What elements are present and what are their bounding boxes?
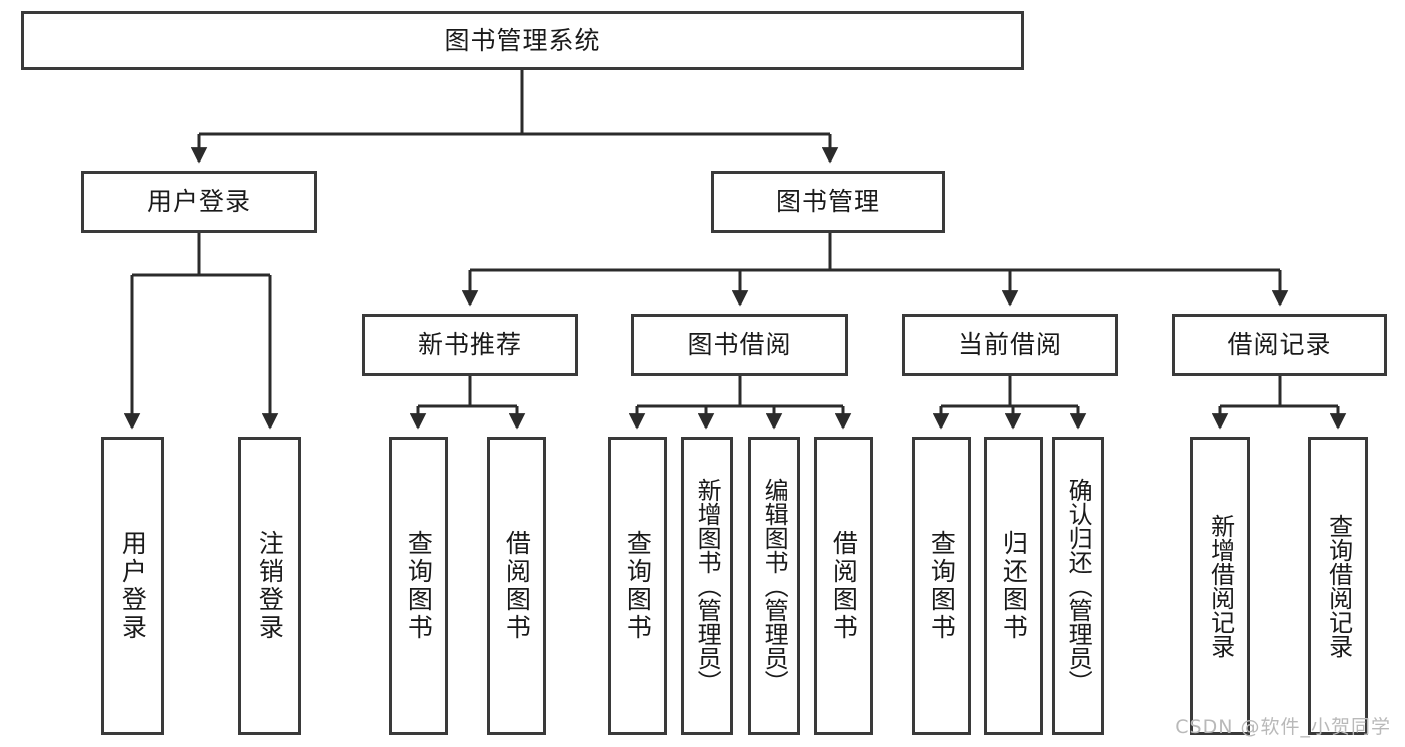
node-book-manage[interactable]: 图书管理	[711, 171, 945, 233]
node-user-login[interactable]: 用户登录	[81, 171, 317, 233]
node-new-book-recommend-label: 新书推荐	[417, 330, 522, 360]
node-leaf-add-book-label: 新增图书（管理员）	[693, 478, 722, 694]
node-current-borrow[interactable]: 当前借阅	[902, 314, 1118, 376]
node-borrow-record-label: 借阅记录	[1227, 330, 1332, 360]
node-leaf-logout-login[interactable]: 注销登录	[238, 437, 301, 735]
node-leaf-borrow-book-2[interactable]: 借阅图书	[814, 437, 873, 735]
node-leaf-query-book-1[interactable]: 查询图书	[389, 437, 448, 735]
node-leaf-return-book[interactable]: 归还图书	[984, 437, 1043, 735]
node-root-label: 图书管理系统	[444, 25, 601, 55]
node-leaf-user-login[interactable]: 用户登录	[101, 437, 164, 735]
node-leaf-borrow-book-1[interactable]: 借阅图书	[487, 437, 546, 735]
node-leaf-query-book-1-label: 查询图书	[404, 530, 434, 642]
node-user-login-label: 用户登录	[146, 187, 251, 217]
node-leaf-add-record-label: 新增借阅记录	[1206, 514, 1235, 658]
node-new-book-recommend[interactable]: 新书推荐	[362, 314, 578, 376]
node-root-system[interactable]: 图书管理系统	[21, 11, 1024, 70]
node-current-borrow-label: 当前借阅	[957, 330, 1062, 360]
node-leaf-confirm-return[interactable]: 确认归还（管理员）	[1052, 437, 1104, 735]
node-leaf-borrow-book-1-label: 借阅图书	[502, 530, 532, 642]
node-borrow-record[interactable]: 借阅记录	[1172, 314, 1387, 376]
node-leaf-add-record[interactable]: 新增借阅记录	[1190, 437, 1250, 735]
node-leaf-user-login-label: 用户登录	[118, 530, 148, 642]
node-leaf-borrow-book-2-label: 借阅图书	[829, 530, 859, 642]
node-leaf-edit-book[interactable]: 编辑图书（管理员）	[748, 437, 800, 735]
node-leaf-query-book-2[interactable]: 查询图书	[608, 437, 667, 735]
node-leaf-add-book[interactable]: 新增图书（管理员）	[681, 437, 733, 735]
node-book-borrow-label: 图书借阅	[687, 330, 792, 360]
node-leaf-query-record-label: 查询借阅记录	[1324, 514, 1353, 658]
node-leaf-confirm-return-label: 确认归还（管理员）	[1064, 478, 1093, 694]
node-leaf-query-record[interactable]: 查询借阅记录	[1308, 437, 1368, 735]
node-leaf-edit-book-label: 编辑图书（管理员）	[760, 478, 789, 694]
node-leaf-return-book-label: 归还图书	[999, 530, 1029, 642]
node-leaf-query-book-3[interactable]: 查询图书	[912, 437, 971, 735]
node-leaf-logout-login-label: 注销登录	[255, 530, 285, 642]
node-leaf-query-book-2-label: 查询图书	[623, 530, 653, 642]
node-book-manage-label: 图书管理	[775, 187, 880, 217]
node-book-borrow[interactable]: 图书借阅	[631, 314, 848, 376]
node-leaf-query-book-3-label: 查询图书	[927, 530, 957, 642]
